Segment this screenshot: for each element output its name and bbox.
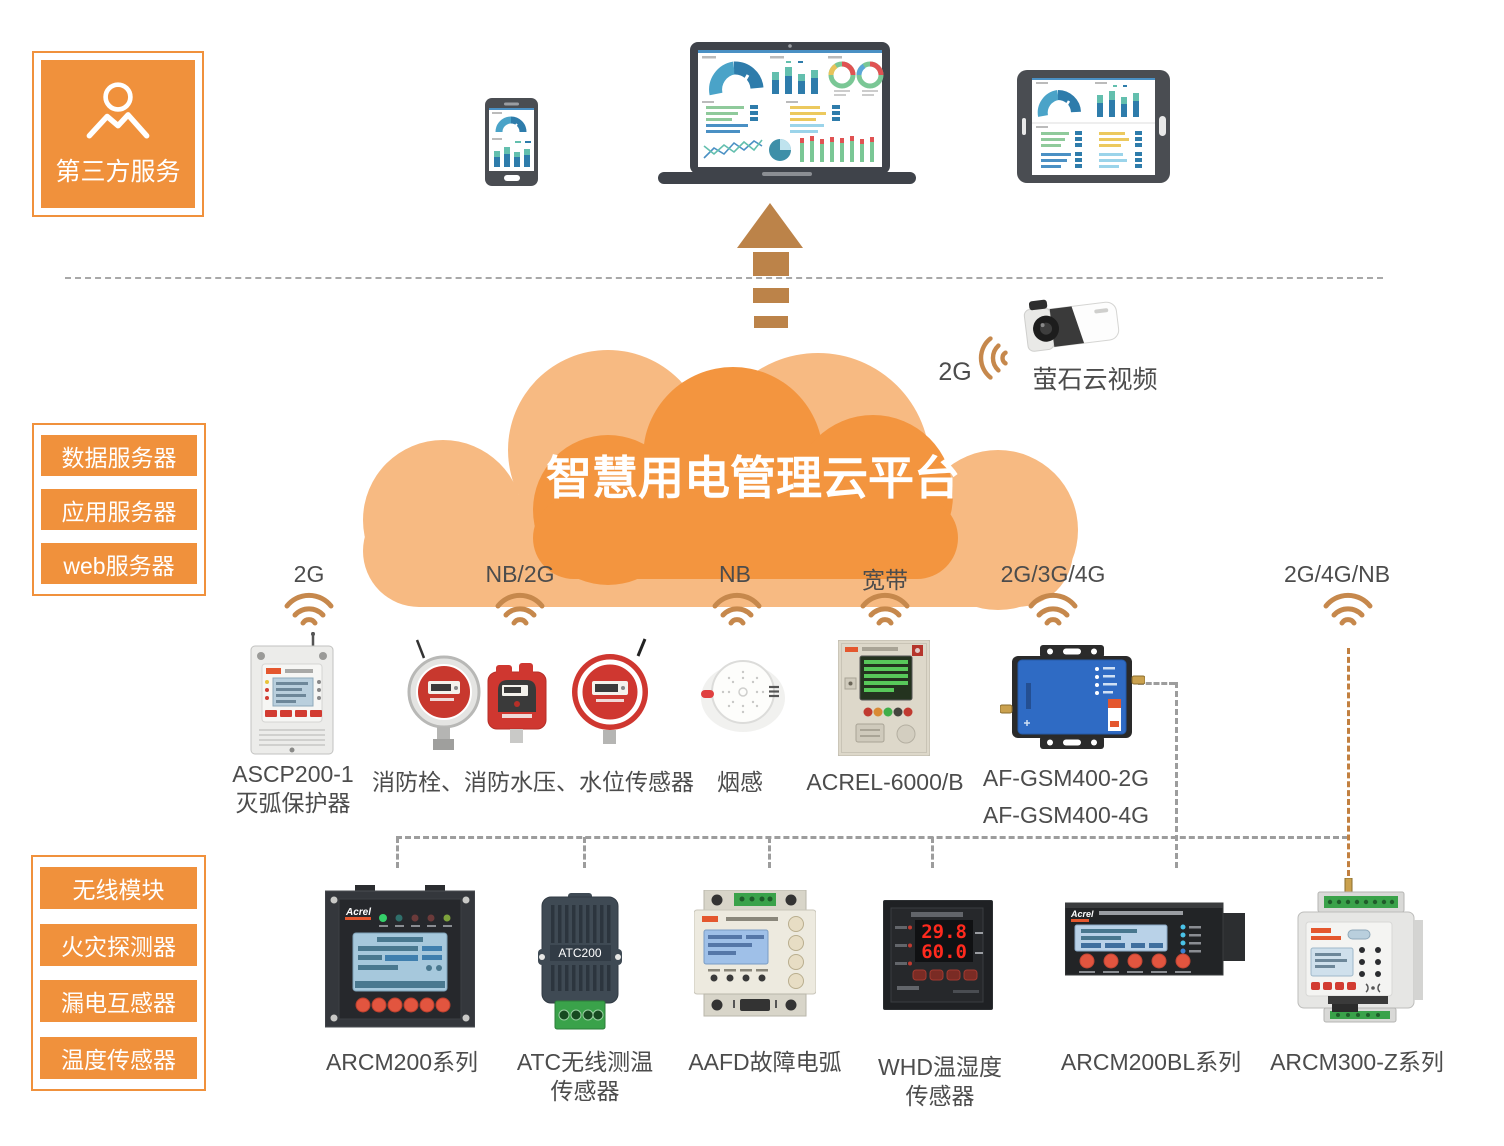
wifi-icon-nb	[712, 592, 762, 626]
wifi-icon-nb2g	[495, 592, 545, 626]
signal-label-2g3g4g: 2G/3G/4G	[1000, 561, 1106, 587]
label-arcm300z: ARCM300-Z系列	[1270, 1049, 1444, 1075]
device-smoke-detector	[701, 660, 785, 732]
nb-link-vertical	[1347, 648, 1350, 876]
device-fire-sensors	[407, 638, 648, 750]
upload-arrow-seg2	[753, 288, 789, 303]
whd-temp-display: 29.8	[921, 921, 967, 943]
drop-line-whd	[931, 837, 934, 868]
group-item-fire: 火灾探测器	[40, 923, 197, 966]
label-atc: ATC无线测温 传感器	[516, 1049, 654, 1104]
field-bus-line	[396, 836, 1348, 839]
server-item-app: 应用服务器	[41, 489, 197, 530]
device-arcm300z	[1297, 878, 1423, 1023]
device-arcm200bl: Acrel	[1065, 902, 1245, 976]
device-arcm200: Acrel	[325, 885, 475, 1028]
signal-label-2g: 2G	[293, 561, 325, 587]
third-party-box: 第三方服务	[32, 51, 204, 217]
label-arcm200: ARCM200系列	[325, 1049, 479, 1075]
upload-arrow-seg3	[754, 316, 788, 328]
device-whd: 29.8 60.0	[883, 900, 993, 1010]
wifi-icon-2g	[284, 592, 334, 626]
tablet	[1017, 70, 1170, 183]
signal-label-nb2g: NB/2G	[485, 561, 555, 587]
third-party-label: 第三方服务	[55, 158, 181, 186]
laptop	[658, 42, 916, 184]
label-af-gsm400: AF-GSM400-2G AF-GSM400-4G	[982, 765, 1150, 828]
drop-line-arcm200	[396, 837, 399, 868]
drop-line-aafd	[768, 837, 771, 868]
upload-arrow-seg1	[753, 252, 789, 276]
gsm-link-vertical	[1175, 682, 1178, 868]
device-atc200: ATC200	[538, 893, 622, 1030]
separator-dashed-line	[65, 277, 1383, 279]
device-group-list: 无线模块 火灾探测器 漏电互感器 温度传感器	[31, 855, 206, 1091]
label-aafd: AAFD故障电弧	[688, 1049, 842, 1075]
group-item-leakage: 漏电互感器	[40, 980, 197, 1023]
wifi-icon-broadband	[860, 592, 910, 626]
device-acrel-6000b	[838, 640, 930, 756]
camera-signal-label: 2G	[938, 358, 972, 386]
security-camera	[1023, 299, 1120, 352]
arcm200-brand: Acrel	[345, 907, 371, 918]
server-list: 数据服务器 应用服务器 web服务器	[32, 423, 206, 596]
signal-label-2g4gnb: 2G/4G/NB	[1283, 561, 1391, 587]
signal-label-nb: NB	[719, 561, 751, 587]
camera-wifi-icon	[978, 336, 1008, 380]
drop-line-atc	[583, 837, 586, 868]
cloud-title: 智慧用电管理云平台	[546, 452, 960, 504]
device-aafd	[694, 890, 816, 1017]
group-item-wireless: 无线模块	[40, 867, 197, 909]
smartphone	[485, 98, 538, 186]
cloud: 智慧用电管理云平台	[363, 350, 1078, 610]
arcm200bl-brand: Acrel	[1070, 909, 1094, 919]
camera-label: 萤石云视频	[1032, 366, 1158, 394]
wifi-icon-2g3g4g	[1028, 592, 1078, 626]
atc200-model-text: ATC200	[558, 946, 601, 960]
whd-humidity-display: 60.0	[921, 941, 967, 963]
device-ascp200-1	[250, 632, 334, 755]
group-item-temp: 温度传感器	[40, 1036, 197, 1079]
server-item-web: web服务器	[41, 543, 197, 584]
gsm-link-horizontal	[1138, 682, 1175, 685]
label-arcm200bl: ARCM200BL系列	[1060, 1049, 1242, 1075]
wifi-icon-2g4gnb	[1323, 592, 1373, 626]
label-whd: WHD温湿度 传感器	[878, 1054, 1002, 1109]
label-smoke: 烟感	[717, 769, 763, 795]
label-fire-sensors: 消防栓、消防水压、水位传感器	[372, 769, 694, 795]
device-af-gsm400	[1000, 645, 1145, 749]
label-acrel6000: ACREL-6000/B	[806, 769, 964, 795]
person-icon	[86, 82, 150, 139]
server-item-data: 数据服务器	[41, 435, 197, 476]
upload-arrow-head	[737, 203, 803, 248]
label-ascp200: ASCP200-1 灭弧保护器	[232, 761, 354, 816]
signal-label-broadband: 宽带	[862, 567, 908, 593]
